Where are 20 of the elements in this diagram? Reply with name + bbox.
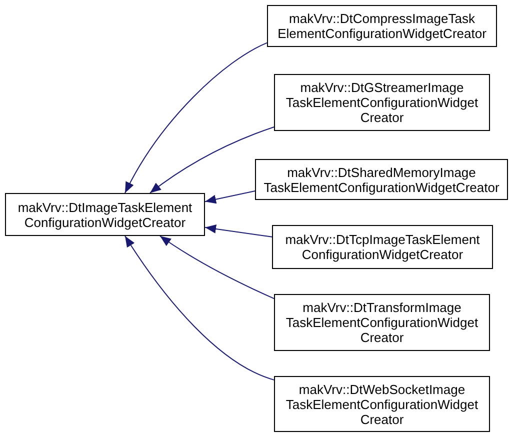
class-box [255, 159, 508, 200]
class-name: makVrv::DtCompressImageTask ElementConfigurationWidgetCreator [276, 11, 488, 41]
class-name: makVrv::DtTransformImage TaskElementConfigurationWidget Creator [284, 300, 480, 345]
class-box [274, 376, 490, 432]
inheritance-arrow [124, 42, 268, 194]
class-box [5, 193, 205, 236]
class-name: makVrv::DtWebSocketImage TaskElementConfigurationWidget Creator [284, 382, 480, 426]
class-box [272, 225, 493, 269]
class-name: makVrv::DtSharedMemoryImage TaskElementConfigurationWidgetCreator [262, 164, 500, 194]
class-name: makVrv::DtTcpImageTaskElement ConfigurationWidgetCreator [284, 232, 481, 262]
inheritance-arrow [204, 190, 256, 204]
inheritance-arrow [160, 236, 274, 300]
inheritance-arrow [150, 126, 274, 194]
class-box [274, 294, 490, 351]
inheritance-arrow [124, 236, 274, 380]
class-name: makVrv::DtGStreamerImage TaskElementConfigurationWidget Creator [284, 80, 480, 125]
class-box [267, 5, 497, 47]
class-box [274, 74, 490, 131]
inheritance-arrow [204, 224, 272, 238]
class-name: makVrv::DtImageTaskElement ConfigurationWidgetCreator [16, 200, 194, 230]
